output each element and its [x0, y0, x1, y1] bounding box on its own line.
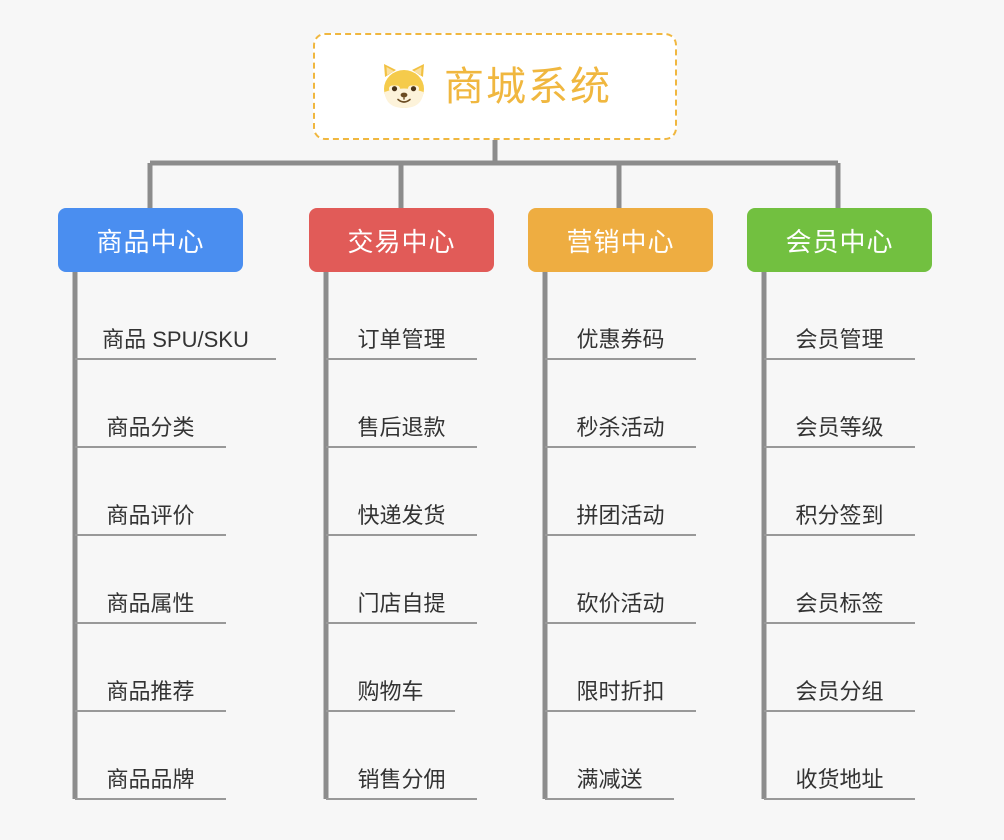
leaf-label: 销售分佣: [357, 767, 446, 792]
root-title: 商城系统: [444, 64, 612, 109]
leaf-label: 拼团活动: [576, 503, 665, 528]
leaf-item[interactable]: 积分签到: [764, 470, 915, 536]
leaf-label: 商品分类: [106, 415, 195, 440]
branch-header-label: 营销中心: [566, 226, 675, 257]
shiba-dog-face-icon: [378, 61, 430, 113]
leaf-item[interactable]: 会员等级: [764, 382, 915, 448]
leaf-item[interactable]: 商品评价: [75, 470, 226, 536]
leaf-item[interactable]: 拼团活动: [545, 470, 696, 536]
leaf-label: 会员管理: [795, 327, 884, 352]
leaf-item[interactable]: 收货地址: [764, 734, 915, 800]
leaf-item[interactable]: 商品品牌: [75, 734, 226, 800]
leaf-item[interactable]: 快递发货: [326, 470, 477, 536]
leaf-item[interactable]: 商品属性: [75, 558, 226, 624]
leaf-label: 优惠券码: [576, 327, 665, 352]
leaf-label: 商品推荐: [106, 679, 195, 704]
leaf-label: 秒杀活动: [576, 415, 665, 440]
leaf-label: 积分签到: [795, 503, 884, 528]
branch-header-trade-center[interactable]: 交易中心: [309, 208, 494, 272]
leaf-label: 商品 SPU/SKU: [102, 327, 249, 352]
leaf-label: 商品评价: [106, 503, 195, 528]
leaf-item[interactable]: 会员分组: [764, 646, 915, 712]
leaf-item[interactable]: 会员标签: [764, 558, 915, 624]
leaf-label: 满减送: [576, 767, 643, 792]
leaf-item[interactable]: 门店自提: [326, 558, 477, 624]
leaf-label: 会员等级: [795, 415, 884, 440]
leaf-label: 砍价活动: [576, 591, 665, 616]
branch-header-member-center[interactable]: 会员中心: [747, 208, 932, 272]
leaf-label: 购物车: [357, 679, 424, 704]
branch-header-marketing-center[interactable]: 营销中心: [528, 208, 713, 272]
leaf-item[interactable]: 满减送: [545, 734, 674, 800]
branch-header-label: 会员中心: [785, 226, 894, 257]
leaf-item[interactable]: 砍价活动: [545, 558, 696, 624]
leaf-label: 收货地址: [795, 767, 884, 792]
leaf-label: 售后退款: [357, 415, 446, 440]
leaf-item[interactable]: 限时折扣: [545, 646, 696, 712]
leaf-item[interactable]: 商品推荐: [75, 646, 226, 712]
leaf-label: 商品品牌: [106, 767, 195, 792]
leaf-item[interactable]: 会员管理: [764, 294, 915, 360]
leaf-label: 会员分组: [795, 679, 884, 704]
leaf-label: 订单管理: [357, 327, 446, 352]
leaf-item[interactable]: 商品分类: [75, 382, 226, 448]
leaf-item[interactable]: 商品 SPU/SKU: [75, 294, 276, 360]
leaf-item[interactable]: 销售分佣: [326, 734, 477, 800]
leaf-label: 快递发货: [357, 503, 446, 528]
branch-header-product-center[interactable]: 商品中心: [58, 208, 243, 272]
branch-header-label: 交易中心: [347, 226, 456, 257]
leaf-item[interactable]: 订单管理: [326, 294, 477, 360]
leaf-label: 门店自提: [357, 591, 446, 616]
leaf-item[interactable]: 优惠券码: [545, 294, 696, 360]
branch-header-label: 商品中心: [96, 226, 205, 257]
leaf-item[interactable]: 购物车: [326, 646, 455, 712]
leaf-label: 会员标签: [795, 591, 884, 616]
leaf-item[interactable]: 秒杀活动: [545, 382, 696, 448]
leaf-label: 商品属性: [106, 591, 195, 616]
leaf-label: 限时折扣: [576, 679, 665, 704]
root-node[interactable]: 商城系统: [313, 33, 677, 140]
leaf-item[interactable]: 售后退款: [326, 382, 477, 448]
